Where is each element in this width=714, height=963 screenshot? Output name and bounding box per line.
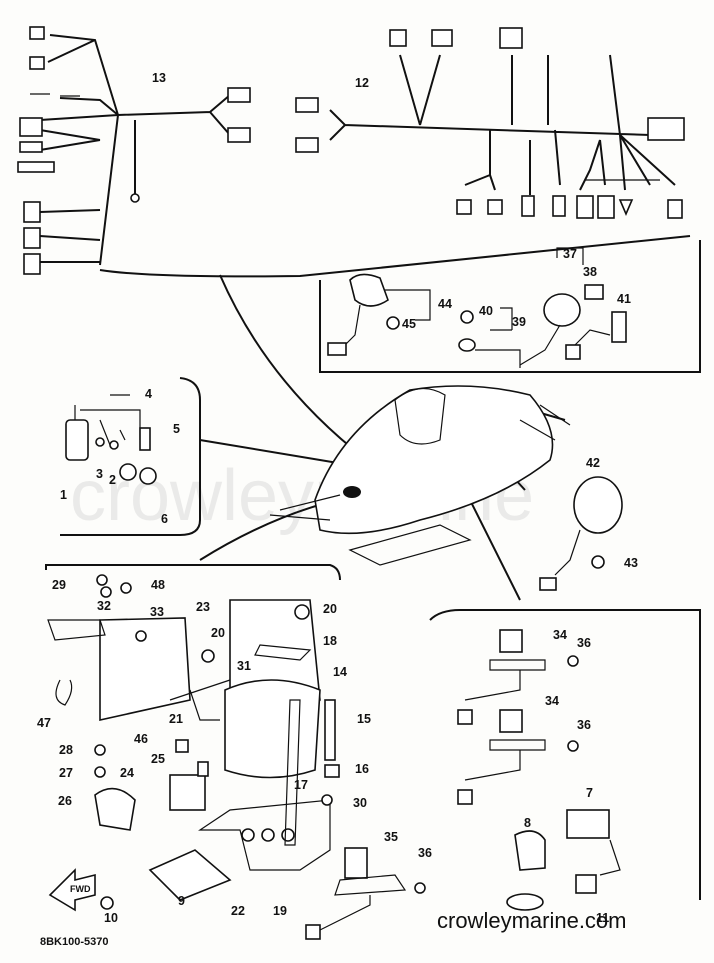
callout-29: 29 [52,578,66,592]
callout-47: 47 [37,716,51,730]
callout-41: 41 [617,292,631,306]
callout-4: 4 [145,387,152,401]
callout-44: 44 [438,297,452,311]
callout-36-mid: 36 [577,718,591,732]
callout-34-mid: 34 [545,694,559,708]
callout-48: 48 [151,578,165,592]
callout-39: 39 [512,315,526,329]
callout-9: 9 [178,894,185,908]
forward-arrow: FWD [48,868,96,912]
callout-24: 24 [120,766,134,780]
callout-32: 32 [97,599,111,613]
callout-37: 37 [563,247,577,261]
callout-26: 26 [58,794,72,808]
callout-33: 33 [150,605,164,619]
bracket-panel-outline [45,564,341,581]
callout-12: 12 [355,76,369,90]
callout-14: 14 [333,665,347,679]
site-label: crowleymarine.com [437,908,627,933]
callout-42: 42 [586,456,600,470]
callout-15: 15 [357,712,371,726]
bracket-assembly-group [47,574,340,910]
callout-36-top: 36 [577,636,591,650]
callout-16: 16 [355,762,369,776]
callout-6: 6 [161,512,168,526]
callout-20-left: 20 [211,626,225,640]
callout-25: 25 [151,752,165,766]
callout-36-bottom: 36 [418,846,432,860]
wire-harness-12 [295,27,685,219]
callout-2: 2 [109,473,116,487]
callout-34-top: 34 [553,628,567,642]
callout-13: 13 [152,71,166,85]
harness-panel-outline [99,235,691,278]
callout-40: 40 [479,304,493,318]
callout-8: 8 [524,816,531,830]
callout-20-top: 20 [323,602,337,616]
callout-31: 31 [237,659,251,673]
callout-28: 28 [59,743,73,757]
coil-panel-outline [60,377,201,536]
callout-23: 23 [196,600,210,614]
switch-panel-outline [319,240,701,373]
callout-19: 19 [273,904,287,918]
callout-35: 35 [384,830,398,844]
callout-10: 10 [104,911,118,925]
svg-text:FWD: FWD [70,884,91,894]
callout-27: 27 [59,766,73,780]
ignition-coil-group [65,394,157,485]
callout-11: 11 [596,911,609,925]
sensor-group [305,476,623,940]
callout-46: 46 [134,732,148,746]
callout-38: 38 [583,265,597,279]
callout-17: 17 [294,778,308,792]
callout-43: 43 [624,556,638,570]
wire-harness-13 [17,26,251,275]
callout-1: 1 [60,488,67,502]
callout-45: 45 [402,317,416,331]
callout-30: 30 [353,796,367,810]
callout-5: 5 [173,422,180,436]
callout-3: 3 [96,467,103,481]
callout-18: 18 [323,634,337,648]
callout-21: 21 [169,712,183,726]
callout-7: 7 [586,786,593,800]
callout-22: 22 [231,904,245,918]
sensor-panel-outline [429,609,701,900]
callout-labels: 13 12 37 38 44 40 41 45 39 4 5 3 2 1 6 4… [37,71,638,925]
drawing-number: 8BK100-5370 [40,936,109,948]
snowmobile-illustration [269,385,571,566]
ignition-switch-group [327,247,627,368]
